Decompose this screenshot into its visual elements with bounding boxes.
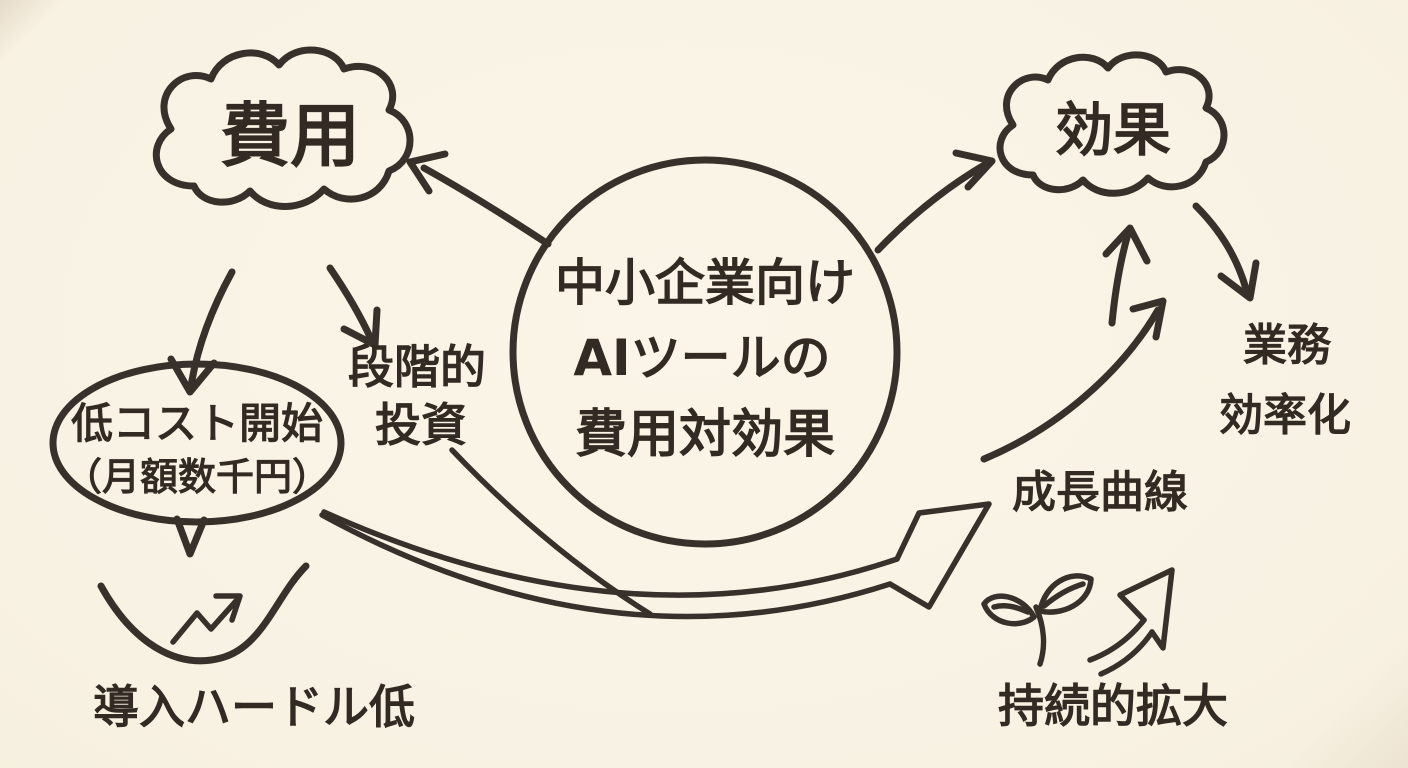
phased-investment-label: 段階的 投資 — [348, 340, 486, 452]
low-cost-bubble-outline — [49, 360, 345, 526]
sustained-expansion-label: 持続的拡大 — [998, 679, 1228, 733]
effect-cloud-node: 効果 — [996, 51, 1228, 197]
effect-cloud-label: 効果 — [1055, 96, 1171, 164]
arrow-center-to-cost-stem — [420, 164, 552, 248]
adoption-hurdle-label: 導入ハードル低 — [93, 680, 415, 734]
cost-cloud-node: 費用 — [152, 46, 414, 210]
arrow-growth-exp-head — [1129, 297, 1167, 341]
zigzag-head — [213, 593, 243, 623]
arrow-growth-exp-stem — [980, 306, 1162, 463]
swoosh-merge-line — [449, 447, 653, 617]
hollow-up-arrow-icon — [1087, 567, 1175, 677]
arrow-center-to-cost — [406, 150, 552, 248]
swoosh-upper-line — [321, 509, 900, 598]
zigzag-stem — [170, 598, 239, 645]
phased-investment-line1: 段階的 — [348, 340, 486, 394]
adoption-hurdle-group: 導入ハードル低 — [93, 562, 415, 734]
swoosh-lower-line — [319, 512, 893, 620]
cost-cloud-outline — [152, 46, 414, 210]
zigzag-growth-arrow-icon — [170, 593, 243, 645]
sprout-stem — [1033, 604, 1047, 667]
low-cost-bubble-line2: （月額数千円） — [64, 455, 330, 499]
arrow-cost-to-bubble-head — [167, 355, 218, 396]
center-circle-outline — [509, 156, 901, 548]
swoosh-hollow-head — [887, 501, 992, 610]
arrow-effect-to-efficiency — [1192, 202, 1260, 302]
arrow-effect-to-efficiency-stem — [1192, 202, 1250, 293]
arrow-growth-vertical-head — [1102, 224, 1151, 265]
hurdle-dip-curve — [97, 562, 310, 665]
sprout-left-leaf — [981, 593, 1037, 627]
hollow-swoosh-arrow-icon — [319, 447, 992, 620]
effect-cloud-outline — [996, 51, 1228, 197]
arrow-center-to-cost-head — [406, 150, 449, 195]
business-efficiency-line1: 業務 — [1243, 320, 1332, 371]
center-topic-line1: 中小企業向け — [555, 254, 855, 312]
low-cost-bubble-node: 低コスト開始 （月額数千円） — [49, 360, 345, 558]
arrow-center-to-effect-stem — [874, 160, 990, 254]
low-cost-bubble-line1: 低コスト開始 — [71, 399, 323, 448]
arrow-cost-to-phased-head — [340, 306, 381, 349]
arrow-effect-to-efficiency-head — [1217, 259, 1260, 302]
hollow-up-arrow-head — [1117, 567, 1175, 651]
arrow-growth-to-effect-vertical — [1102, 224, 1151, 327]
hollow-up-arrow-lower-edge — [1098, 629, 1155, 677]
arrow-cost-to-bubble-stem — [187, 268, 236, 390]
cost-cloud-label: 費用 — [220, 95, 360, 177]
growth-curve-label: 成長曲線 — [1012, 467, 1188, 518]
center-topic-node: 中小企業向け AIツールの 費用対効果 — [509, 156, 901, 548]
arrow-growth-vertical-stem — [1108, 230, 1132, 327]
low-cost-bubble-tail — [173, 515, 208, 558]
sprout-right-leaf — [1037, 573, 1094, 615]
arrow-cost-to-bubble — [167, 268, 236, 396]
sustained-expansion-group: 持続的拡大 — [981, 567, 1228, 733]
arrow-cost-to-phased-stem — [326, 264, 375, 343]
arrow-center-to-effect — [874, 149, 996, 254]
center-topic-line2: AIツールの — [573, 329, 830, 387]
sprout-right-vein — [1041, 581, 1086, 609]
business-efficiency-line2: 効率化 — [1219, 390, 1351, 441]
phased-investment-line2: 投資 — [375, 398, 467, 452]
arrow-cost-to-phased-investment — [326, 264, 381, 349]
business-efficiency-label: 業務 効率化 — [1219, 320, 1351, 441]
hollow-up-arrow-upper-edge — [1087, 617, 1147, 663]
arrow-center-to-effect-head — [952, 149, 996, 191]
sprout-icon — [981, 573, 1094, 667]
sprout-left-vein — [991, 603, 1031, 615]
center-topic-line3: 費用対効果 — [575, 405, 835, 465]
arrow-growth-exponential — [980, 297, 1167, 463]
growth-curve-group: 成長曲線 — [980, 224, 1188, 518]
